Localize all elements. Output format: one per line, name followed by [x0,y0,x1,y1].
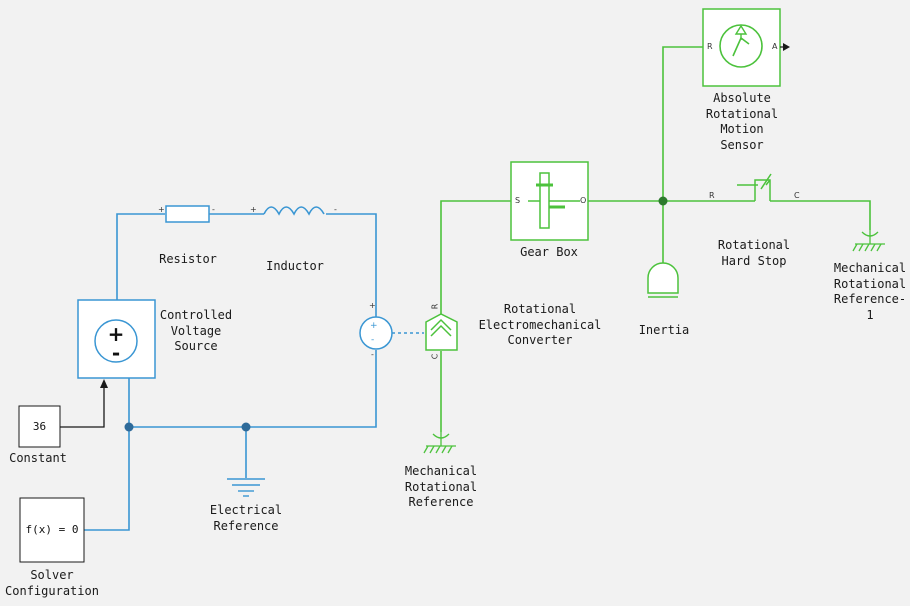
resistor-pos-port: + [158,205,165,214]
constant-label: Constant [9,451,67,465]
wire-sensor[interactable] [662,46,703,201]
converter-inner-minus: - [371,335,375,345]
hard-stop-r-port: R [709,191,715,200]
signal-arrow [100,379,108,388]
junction-node [241,422,251,432]
wire-solver[interactable] [84,427,130,531]
mech-ref-1-label: Mechanical Rotational Reference- 1 [833,261,907,322]
inductor-label: Inductor [266,259,324,273]
junction-node [124,422,134,432]
controlled-voltage-source-block[interactable] [77,299,156,379]
source-minus-sign: - [111,341,121,365]
converter-minus-port: - [371,350,374,359]
converter-block[interactable] [359,313,458,351]
signal-line-constant[interactable] [60,386,105,428]
wire-source-to-resistor[interactable] [116,213,165,300]
solver-expr: f(x) = 0 [25,523,79,536]
wire-hardstop-c[interactable] [770,200,871,230]
junction-node [658,196,668,206]
sensor-label: Absolute Rotational Motion Sensor [705,91,779,152]
electrical-wires [84,213,424,531]
electrical-ground-icon[interactable] [227,478,265,497]
mech-ref-icon[interactable] [423,432,456,454]
converter-label: Rotational Electromechanical Converter [478,302,602,347]
inductor-pos-port: + [250,205,257,214]
sensor-a-port: A [772,42,778,51]
converter-inner-plus: + [370,321,378,331]
mech-ref-label: Mechanical Rotational Reference [404,464,478,509]
sensor-block[interactable] [702,8,781,87]
sensor-r-port: R [707,42,713,51]
voltage-source-label: Controlled Voltage Source [159,308,233,353]
gear-box-block[interactable] [510,161,589,241]
gear-box-s-port: S [515,196,521,205]
source-plus-sign: + [107,322,125,346]
hard-stop-label: Rotational Hard Stop [717,238,791,268]
solver-configuration-block[interactable] [19,497,85,563]
gear-box-o-port: O [580,196,587,205]
inductor-block[interactable] [263,206,325,216]
inductor-neg-port: - [334,205,337,214]
inertia-label: Inertia [638,323,690,337]
constant-value: 36 [32,420,47,433]
hard-stop-c-port: C [794,191,800,200]
mechanical-wires [440,46,871,432]
inertia-block[interactable] [647,262,679,298]
mech-ref-1-icon[interactable] [852,230,885,252]
wire-inductor-to-converter[interactable] [326,213,377,318]
sensor-output-arrow [783,43,790,51]
solver-label: Solver Configuration [5,568,99,598]
electrical-reference-label: Electrical Reference [209,503,283,533]
resistor-neg-port: - [212,205,215,214]
converter-c-port: C [430,353,440,360]
resistor-block[interactable] [165,205,210,223]
gear-box-label: Gear Box [520,245,578,259]
wire-converter-r[interactable] [440,200,511,314]
hard-stop-block[interactable] [737,173,772,201]
resistor-label: Resistor [159,252,217,266]
constant-block[interactable] [18,405,61,448]
wire-converter-to-ground[interactable] [129,350,377,428]
converter-r-port: R [430,303,440,310]
converter-plus-port: + [369,301,376,310]
